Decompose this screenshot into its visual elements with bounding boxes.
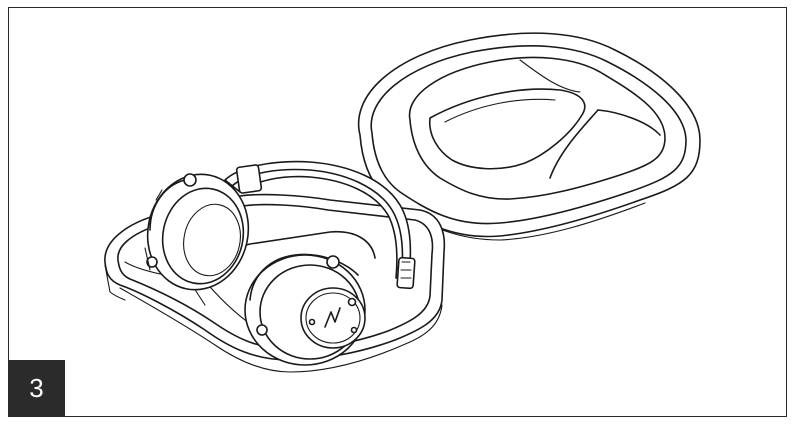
right-earcup <box>244 253 366 366</box>
step-number: 3 <box>29 373 44 403</box>
headband <box>224 160 416 290</box>
step-number-badge: 3 <box>8 360 65 417</box>
logo-icon <box>324 307 341 328</box>
left-earcup <box>144 173 250 291</box>
case-lid <box>357 32 701 241</box>
